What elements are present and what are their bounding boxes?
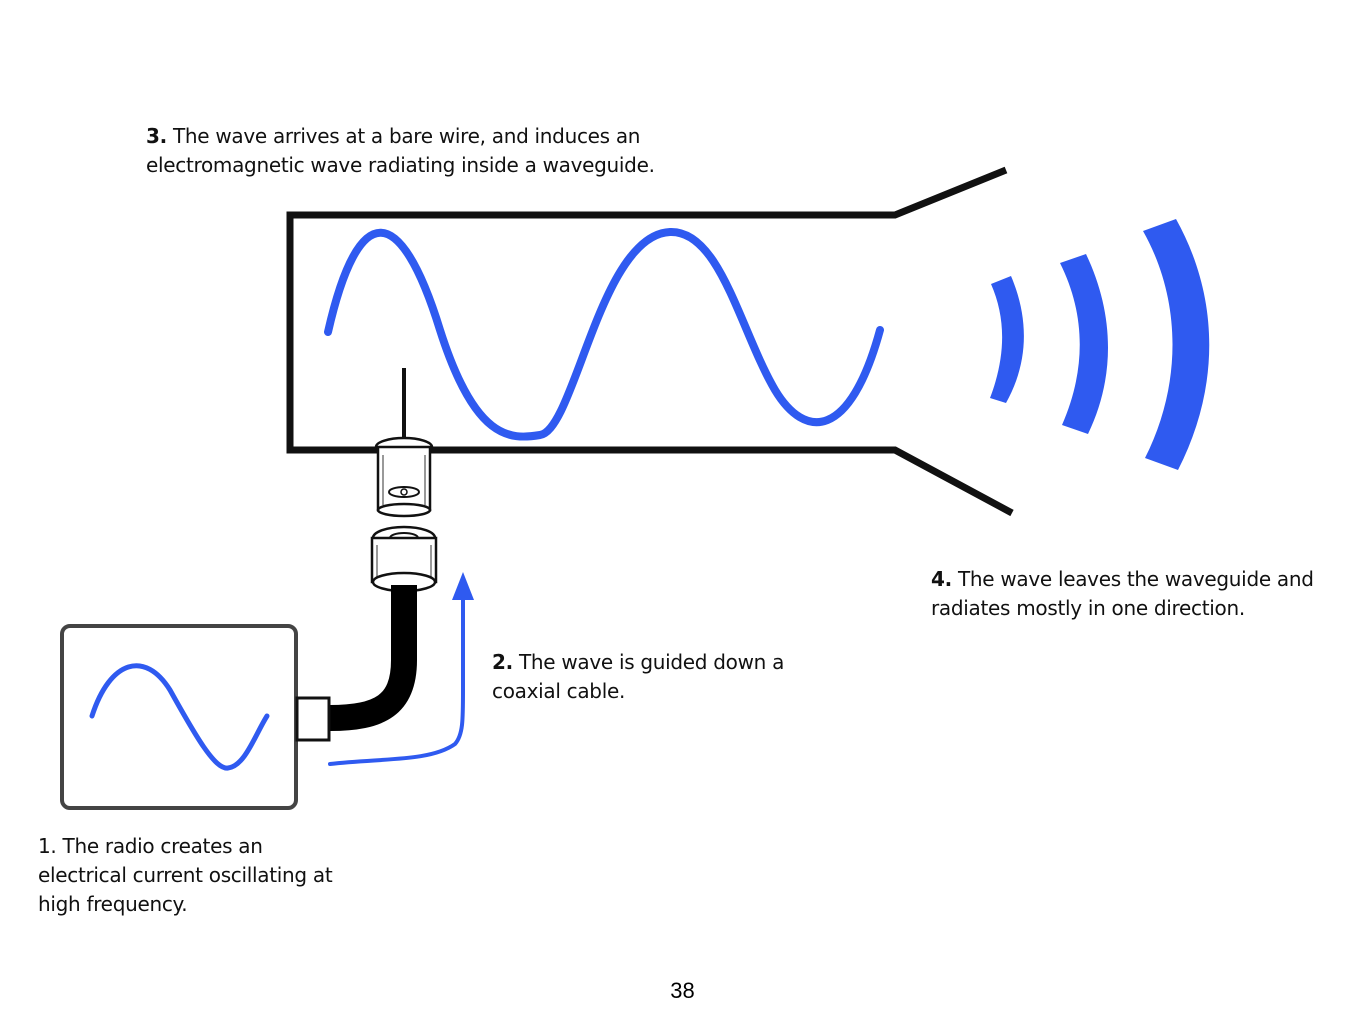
radiation-arc-3: [1143, 219, 1210, 470]
caption-step-1: 1. The radio creates an electrical curre…: [38, 834, 333, 916]
coaxial-cable: [329, 585, 417, 731]
connector-bottom: [370, 525, 438, 593]
caption-step-3: 3. The wave arrives at a bare wire, and …: [146, 124, 655, 177]
caption-step-4: 4. The wave leaves the waveguide and rad…: [931, 567, 1314, 620]
radio-box: [60, 624, 298, 810]
radiation-arc-2: [1060, 254, 1109, 434]
arrow-head: [452, 572, 474, 600]
guided-wave-arrow: [328, 596, 465, 766]
radio-port: [295, 696, 331, 742]
radio-wave: [89, 663, 270, 771]
caption-step-2: 2. The wave is guided down a coaxial cab…: [492, 650, 785, 703]
radiation-arc-1: [990, 276, 1024, 403]
waveguide-wave: [324, 227, 884, 441]
connector-top: [374, 436, 434, 518]
page-number: 38: [670, 978, 695, 1003]
waveguide-outline: [286, 166, 1014, 517]
